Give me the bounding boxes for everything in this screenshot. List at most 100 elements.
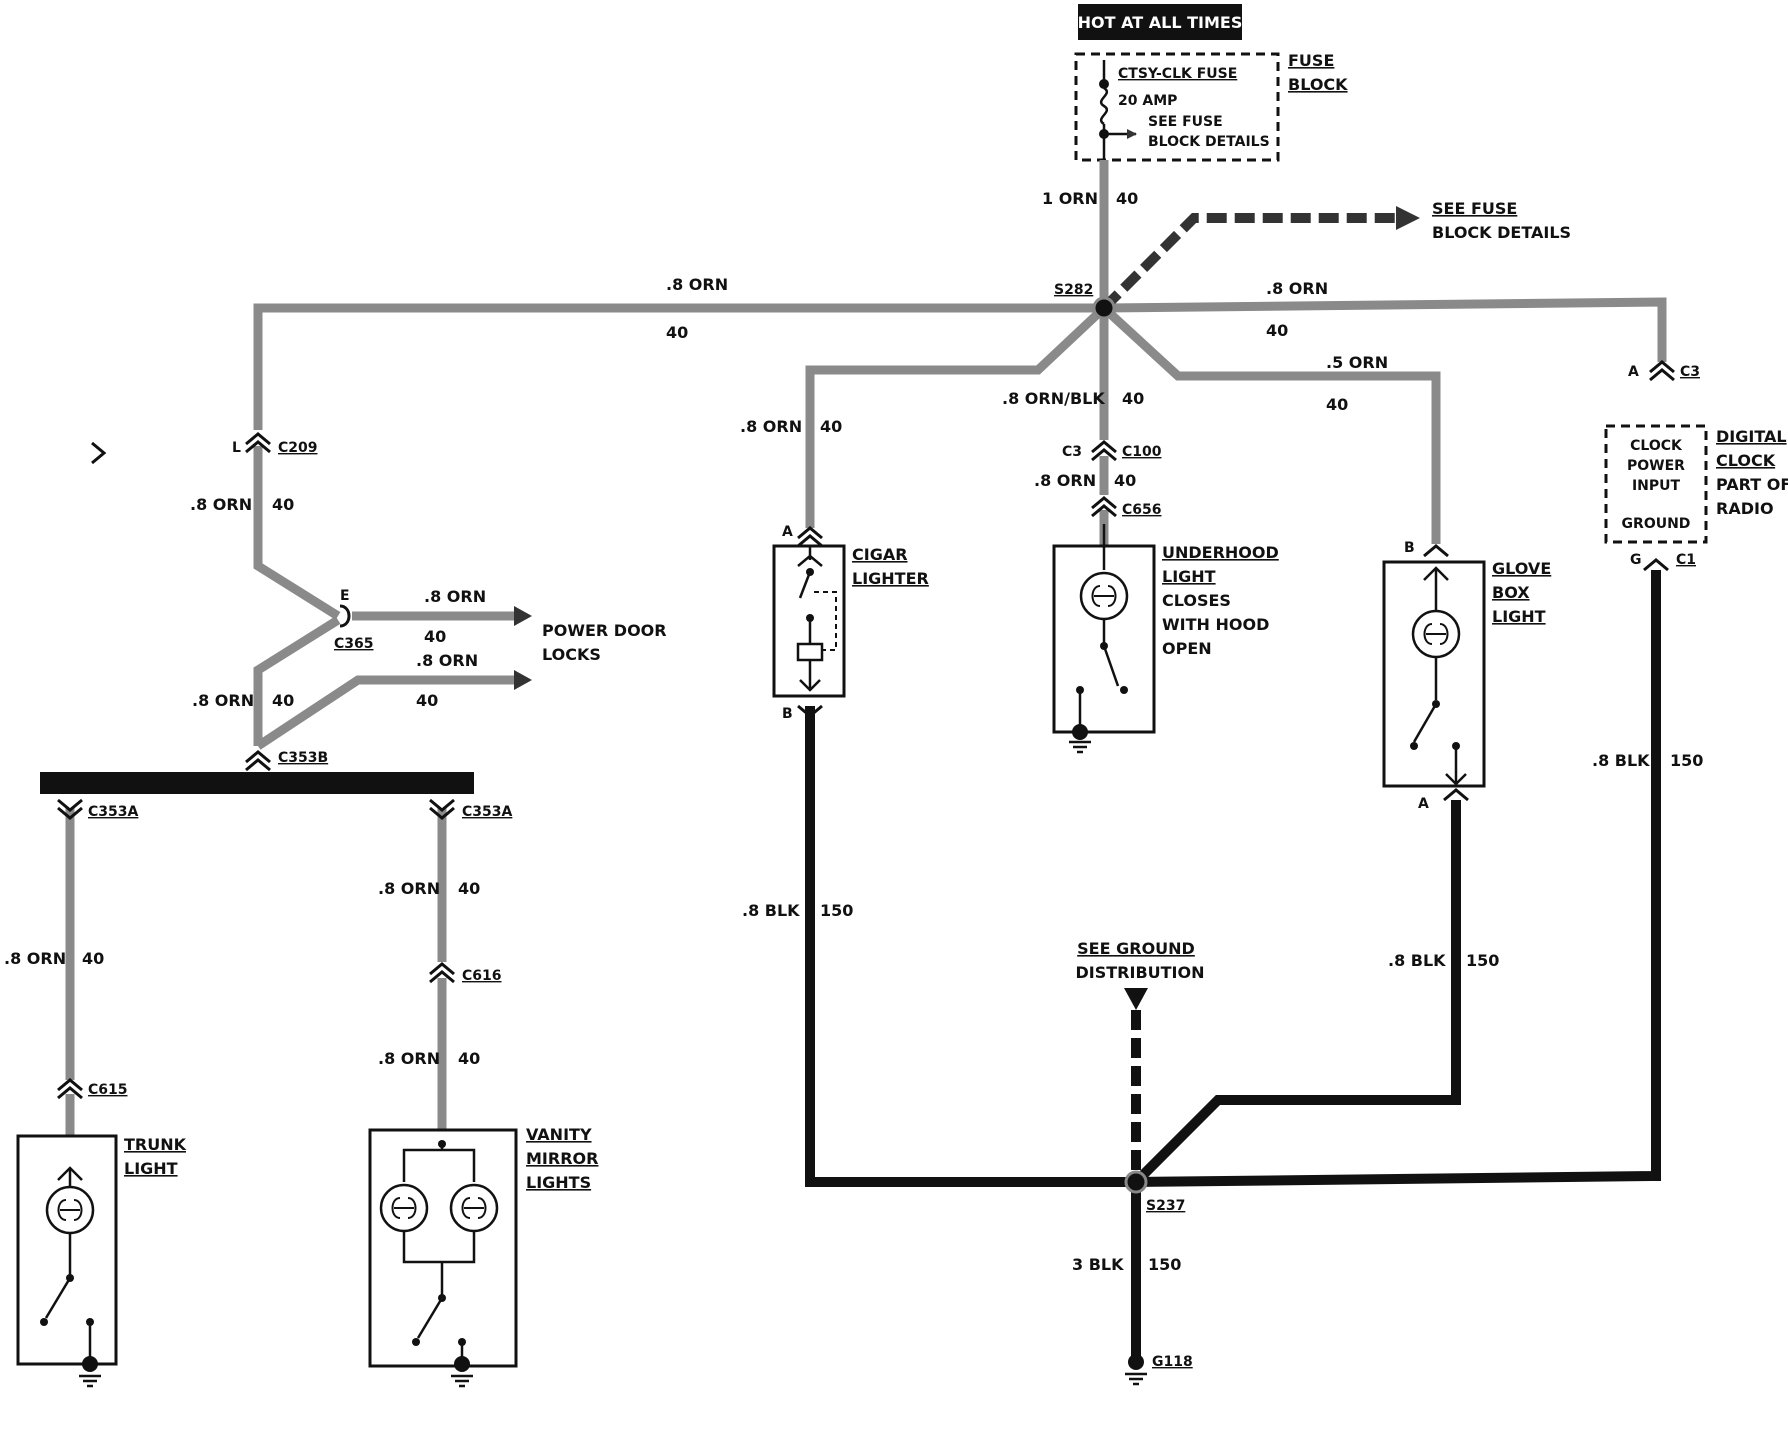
vanity-upper-circuit: 40 — [458, 879, 480, 898]
splice-s282-label: S282 — [1054, 282, 1093, 298]
right-bus-circuit: 40 — [1266, 321, 1288, 340]
fuse-amp: 20 AMP — [1118, 93, 1177, 109]
underhood-feed-circuit: 40 — [1122, 389, 1144, 408]
c1-pin: G — [1630, 552, 1642, 568]
c209-pin: L — [232, 440, 241, 456]
glove-feed-circuit: 40 — [1326, 395, 1348, 414]
underhood-feed2-gauge: .8 ORN — [1034, 471, 1096, 490]
cigar-ground-wire — [805, 706, 1136, 1187]
glove-ground-gauge: .8 BLK — [1388, 951, 1446, 970]
trunk-gauge: .8 ORN — [4, 949, 66, 968]
glove-feed-gauge: .5 ORN — [1326, 353, 1388, 372]
c365-to-c353b-wire — [253, 616, 341, 746]
c353b-up-gauge: .8 ORN — [192, 691, 254, 710]
clock-box-1: CLOCK — [1630, 438, 1683, 454]
underhood-feed-gauge: .8 ORN/BLK — [1002, 389, 1105, 408]
cigar-pin-a: A — [782, 524, 793, 540]
cigar-label-1: CIGAR — [852, 545, 908, 564]
pdl-lower-circuit: 40 — [416, 691, 438, 710]
c353-bar — [40, 772, 474, 794]
underhood-label-2: LIGHT — [1162, 567, 1216, 586]
c209-down-circuit: 40 — [272, 495, 294, 514]
see-fuse-right-2: BLOCK DETAILS — [1432, 223, 1571, 242]
glove-label-1: GLOVE — [1492, 559, 1551, 578]
c209-down-wire — [253, 446, 341, 620]
clock-box-3: INPUT — [1632, 478, 1681, 494]
splice-s237 — [1124, 1170, 1148, 1194]
glove-pin-a: A — [1418, 796, 1429, 812]
c3-pin: A — [1628, 364, 1639, 380]
trunk-light — [16, 1134, 118, 1388]
trunk-label-1: TRUNK — [124, 1135, 187, 1154]
c100-pin: C3 — [1062, 444, 1082, 460]
main-ground-gauge: 3 BLK — [1072, 1255, 1124, 1274]
pdl-lower-wire — [255, 675, 514, 750]
c209-label: C209 — [278, 440, 318, 456]
right-bus-gauge: .8 ORN — [1266, 279, 1328, 298]
fuse-see-details-2: BLOCK DETAILS — [1148, 134, 1270, 150]
underhood-light — [1052, 524, 1156, 754]
glove-box-light — [1382, 560, 1486, 788]
underhood-label-3: CLOSES — [1162, 591, 1231, 610]
vanity-mirror-lights — [368, 1128, 518, 1388]
splice-s282 — [1092, 296, 1116, 320]
c1-label: C1 — [1676, 552, 1696, 568]
pdl-upper-arrow — [514, 606, 532, 626]
see-fuse-right-1: SEE FUSE — [1432, 199, 1517, 218]
main-ground-circuit: 150 — [1148, 1255, 1181, 1274]
cigar-ground-gauge: .8 BLK — [742, 901, 800, 920]
cigar-feed-wire — [805, 304, 1108, 528]
left-bus-wire — [253, 303, 1104, 430]
hot-label: HOT AT ALL TIMES — [1078, 13, 1243, 32]
trunk-circuit: 40 — [82, 949, 104, 968]
fuse-block-box — [1074, 52, 1280, 162]
cigar-label-2: LIGHTER — [852, 569, 929, 588]
clock-ground-gauge: .8 BLK — [1592, 751, 1650, 770]
c365-pin: E — [340, 588, 350, 604]
hot-at-all-times-banner — [1078, 4, 1242, 40]
fuse-symbol — [1099, 86, 1109, 126]
c353a-left-label: C353A — [88, 804, 138, 820]
clock-label-2: CLOCK — [1716, 451, 1776, 470]
glove-feed-wire — [1100, 304, 1441, 544]
glove-label-2: BOX — [1492, 583, 1530, 602]
cigar-ground-circuit: 150 — [820, 901, 853, 920]
fuse-see-details-1: SEE FUSE — [1148, 114, 1223, 130]
main-feed-circuit: 40 — [1116, 189, 1138, 208]
clock-ground-wire — [1135, 570, 1661, 1187]
cigar-pin-b: B — [782, 706, 793, 722]
clock-label-1: DIGITAL — [1716, 427, 1787, 446]
underhood-label-5: OPEN — [1162, 639, 1212, 658]
vanity-lower-circuit: 40 — [458, 1049, 480, 1068]
c615-label: C615 — [88, 1082, 128, 1098]
clock-box-2: POWER — [1627, 458, 1685, 474]
underhood-label-1: UNDERHOOD — [1162, 543, 1279, 562]
glove-label-3: LIGHT — [1492, 607, 1546, 626]
digital-clock-box — [1604, 424, 1708, 544]
cigar-lighter — [772, 544, 846, 698]
c100-label: C100 — [1122, 444, 1162, 460]
glove-ground-circuit: 150 — [1466, 951, 1499, 970]
fuse-block-title-2: BLOCK — [1288, 75, 1348, 94]
power-door-locks-2: LOCKS — [542, 645, 601, 664]
ground-g118-dot — [1128, 1354, 1144, 1370]
c353a-right-label: C353A — [462, 804, 512, 820]
pdl-upper-gauge: .8 ORN — [424, 587, 486, 606]
cigar-feed-gauge: .8 ORN — [740, 417, 802, 436]
glove-pin-b: B — [1404, 540, 1415, 556]
pdl-lower-gauge: .8 ORN — [416, 651, 478, 670]
pdl-upper-circuit: 40 — [424, 627, 446, 646]
vanity-label-3: LIGHTS — [526, 1173, 591, 1192]
splice-s237-label: S237 — [1146, 1198, 1185, 1214]
right-bus-wire — [1103, 297, 1667, 362]
c616-label: C616 — [462, 968, 502, 984]
ground-wires — [805, 570, 1661, 1362]
ground-g118-label: G118 — [1152, 1354, 1193, 1370]
fuse-name: CTSY-CLK FUSE — [1118, 66, 1237, 82]
c353b-up-circuit: 40 — [272, 691, 294, 710]
glove-ground-wire — [1132, 800, 1461, 1186]
see-ground-2: DISTRIBUTION — [1076, 963, 1205, 982]
see-ground-1: SEE GROUND — [1077, 939, 1195, 958]
c365-label: C365 — [334, 636, 374, 652]
